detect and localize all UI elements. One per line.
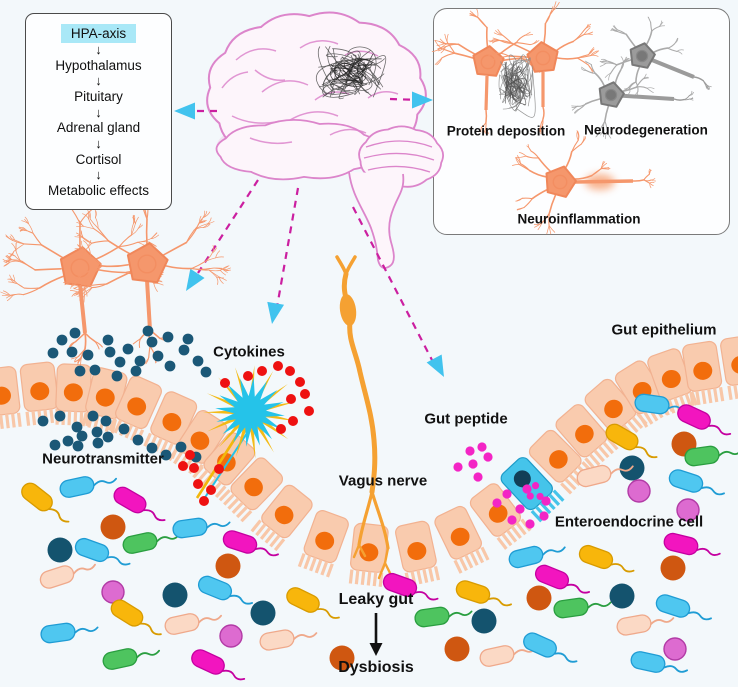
- bacterium-icon: [286, 587, 340, 619]
- bacterium-icon: [660, 555, 686, 581]
- bacterium-icon: [526, 585, 552, 611]
- enteroendocrine-cell-label: Enteroendocrine cell: [554, 513, 704, 531]
- bacterium-icon: [222, 530, 279, 557]
- vagus-nerve-label: Vagus nerve: [338, 472, 428, 490]
- hpa-axis-flowchart: HPA-axis↓Hypothalamus↓Pituitary↓Adrenal …: [25, 13, 172, 210]
- epithelial-cell: [434, 505, 490, 574]
- bacterium-icon: [191, 649, 246, 681]
- epithelial-cell: [19, 361, 61, 426]
- epithelial-cell: [528, 429, 594, 495]
- brain-illustration: [206, 11, 444, 269]
- epithelial-cell: [0, 366, 22, 430]
- bacterium-icon: [197, 575, 253, 605]
- hpa-step: Metabolic effects: [47, 182, 150, 198]
- epithelial-cell: [682, 340, 725, 406]
- bacterium-icon: [122, 532, 181, 554]
- bacterium-icon: [444, 636, 470, 662]
- bacterium-icon: [668, 469, 725, 496]
- bacterium-icon: [627, 479, 651, 503]
- bacterium-icon: [250, 600, 276, 626]
- neurotransmitter-label: Neurotransmitter: [42, 450, 164, 468]
- epithelial-cell: [647, 348, 699, 416]
- bacterium-icon: [21, 482, 70, 523]
- bacterium-icon: [655, 594, 712, 621]
- bacterium-icon: [523, 632, 578, 663]
- epithelial-cell: [469, 483, 532, 550]
- bacterium-icon: [172, 517, 231, 539]
- epithelial-cell: [297, 510, 349, 578]
- bacterium-icon: [553, 597, 612, 619]
- bacterium-icon: [534, 564, 590, 594]
- bacterium-icon: [113, 486, 166, 522]
- gut-peptide-dots: [453, 442, 551, 529]
- bacterium-icon: [59, 476, 118, 498]
- down-arrow-icon: ↓: [95, 73, 102, 89]
- bacterium-icon: [100, 514, 126, 540]
- bacterium-icon: [663, 532, 721, 556]
- dashed-arrows: [174, 91, 444, 377]
- down-arrow-icon: ↓: [95, 104, 102, 120]
- bacterium-icon: [162, 582, 188, 608]
- protein-tangle-icon: [498, 54, 536, 118]
- gut-bacteria: [21, 393, 738, 681]
- dysbiosis-label: Dysbiosis: [338, 659, 414, 676]
- bacterium-icon: [630, 651, 689, 673]
- gut-epithelium-label: Gut epithelium: [611, 321, 717, 339]
- down-arrow-icon: ↓: [95, 167, 102, 183]
- neurotransmitter-dots: [37, 325, 212, 463]
- bacterium-icon: [259, 629, 318, 651]
- gut-epithelium-band: [0, 334, 738, 587]
- bacterium-icon: [471, 608, 497, 634]
- neuroinflammation-icon: [512, 130, 656, 235]
- bacterium-icon: [677, 404, 732, 436]
- bacterium-icon: [215, 553, 241, 579]
- bacterium-icon: [455, 580, 512, 607]
- bacterium-icon: [609, 583, 635, 609]
- bacterium-icon: [382, 572, 439, 601]
- bacterium-icon: [663, 637, 687, 661]
- epithelial-cell: [108, 375, 162, 444]
- bacterium-icon: [164, 613, 223, 635]
- hpa-step: Adrenal gland: [56, 120, 141, 136]
- cytokines-label: Cytokines: [213, 343, 285, 361]
- down-arrow-icon: ↓: [95, 42, 102, 58]
- hpa-step: Cortisol: [75, 151, 122, 167]
- bacterium-icon: [219, 624, 243, 648]
- vagus-nerve-icon: [335, 255, 394, 580]
- bacterium-icon: [676, 498, 700, 522]
- epithelial-cell: [720, 334, 738, 400]
- bacterium-icon: [616, 614, 675, 636]
- bacterium-icon: [578, 544, 635, 573]
- bacterium-icon: [40, 622, 99, 644]
- bacterium-icon: [39, 563, 96, 589]
- hpa-step: HPA-axis: [60, 23, 137, 44]
- bacterium-icon: [74, 537, 131, 566]
- neurodegeneration-label: Neurodegeneration: [584, 122, 708, 138]
- neurodegeneration-icon: [571, 16, 712, 140]
- hpa-step: Pituitary: [74, 89, 123, 105]
- epithelial-cell: [250, 484, 313, 552]
- leaky-gut-label: Leaky gut: [338, 591, 414, 608]
- bacterium-icon: [329, 645, 355, 671]
- protein-deposition-icon: [431, 1, 600, 135]
- bacterium-icon: [576, 464, 634, 488]
- neuroinflammation-label: Neuroinflammation: [517, 211, 641, 227]
- protein-deposition-label: Protein deposition: [446, 123, 566, 139]
- bacterium-icon: [110, 599, 162, 636]
- gut-peptide-label: Gut peptide: [424, 410, 508, 428]
- brain-effects-box: [433, 8, 730, 235]
- cytokine-dots: [178, 361, 314, 506]
- leaky-gut-arrow: [369, 613, 383, 656]
- bacterium-icon: [605, 423, 658, 459]
- bacterium-icon: [47, 537, 73, 563]
- hpa-step: Hypothalamus: [55, 57, 142, 73]
- bacterium-icon: [102, 648, 161, 670]
- bacterium-icon: [414, 606, 473, 628]
- bacterium-icon: [508, 545, 566, 569]
- protein-tangle-icon: [316, 45, 387, 100]
- bacterium-icon: [684, 445, 738, 467]
- down-arrow-icon: ↓: [95, 135, 102, 151]
- epithelial-cell: [218, 457, 284, 523]
